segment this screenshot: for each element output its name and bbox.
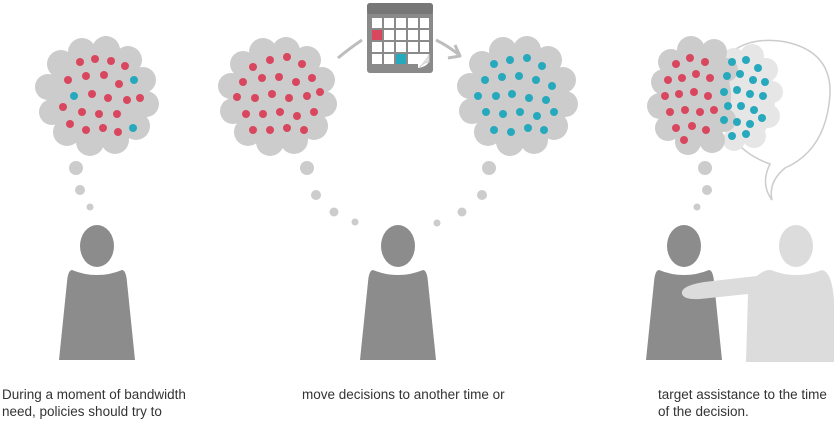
dots-group bbox=[474, 54, 558, 136]
thought-cloud-icon bbox=[218, 37, 337, 156]
person-icon bbox=[360, 225, 436, 360]
thought-dots bbox=[69, 161, 94, 211]
dots-group bbox=[661, 54, 718, 144]
caption-1-line-2: need, policies should try to bbox=[2, 404, 162, 419]
panel-1 bbox=[35, 36, 159, 360]
caption-2-line-1: move decisions to another time or bbox=[302, 387, 505, 402]
thought-dots bbox=[693, 161, 712, 211]
arrow-icon bbox=[337, 38, 462, 60]
caption-2: move decisions to another time or bbox=[302, 386, 505, 403]
panel-3 bbox=[646, 36, 834, 362]
person-icon bbox=[59, 225, 135, 360]
panel-2 bbox=[218, 3, 578, 360]
caption-1: During a moment of bandwidth need, polic… bbox=[2, 386, 186, 420]
caption-3-line-1: target assistance to the time bbox=[658, 387, 827, 402]
thought-cloud-icon bbox=[35, 36, 159, 156]
helper-person-icon bbox=[681, 225, 834, 362]
thought-dots bbox=[300, 161, 496, 227]
dots-group bbox=[720, 56, 769, 140]
caption-3: target assistance to the time of the dec… bbox=[658, 386, 827, 420]
caption-1-line-1: During a moment of bandwidth bbox=[2, 387, 186, 402]
caption-3-line-2: of the decision. bbox=[658, 404, 749, 419]
dots-group bbox=[59, 55, 144, 136]
dots-group bbox=[233, 53, 324, 134]
calendar-icon bbox=[367, 3, 433, 73]
